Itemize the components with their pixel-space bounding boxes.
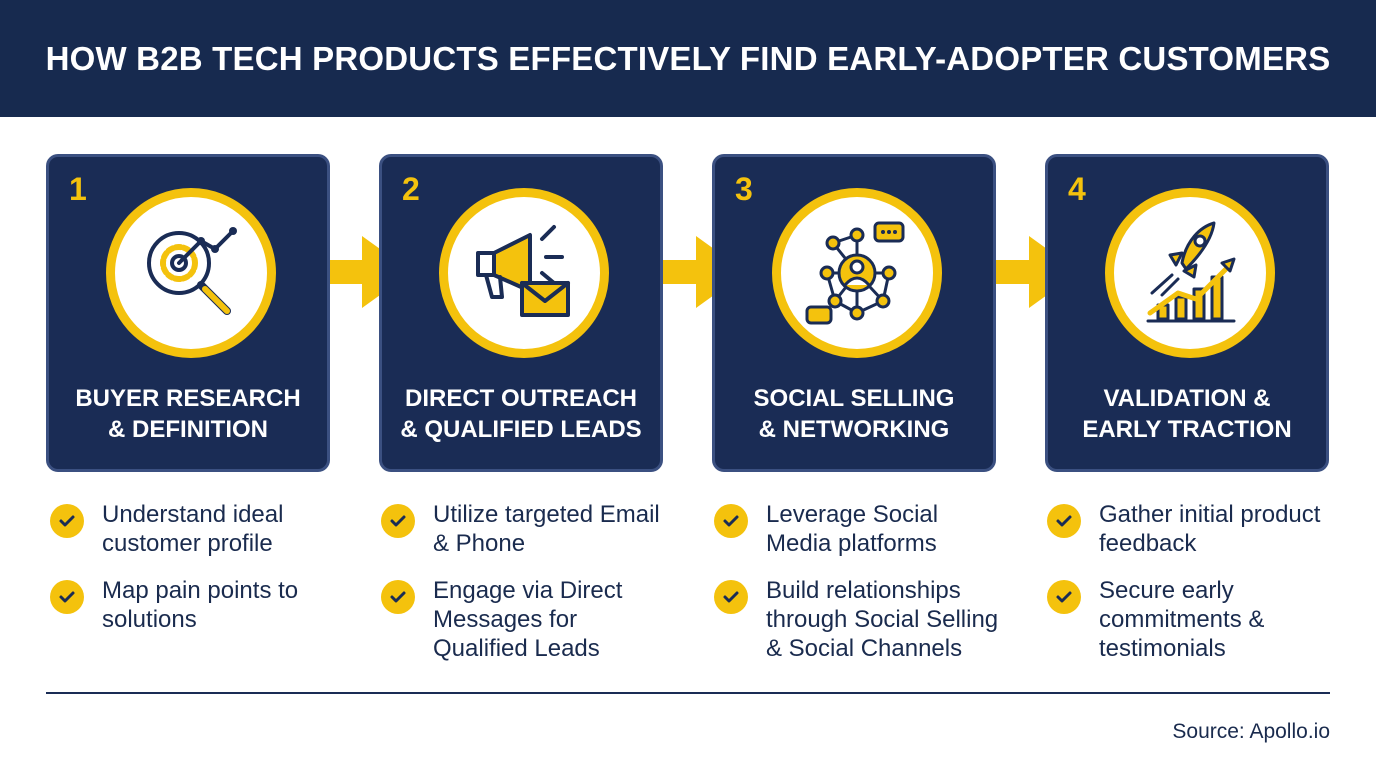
arrow-right-icon: [262, 236, 412, 308]
step-bullets-2: Utilize targeted Email & Phone Engage vi…: [381, 500, 671, 681]
research-gear-magnifier-icon: [147, 227, 237, 315]
bullet-text: Secure early commitments & testimonials: [1099, 577, 1265, 662]
step-title: SOCIAL SELLING & NETWORKING: [753, 385, 955, 443]
bullet-text: Understand ideal customer profile: [102, 501, 284, 557]
step-number: 2: [402, 171, 420, 207]
step-card-2: 2 DIRECT OUTREACH & QUALIFIED LEADS: [379, 154, 663, 472]
list-item: Leverage Social Media platforms: [714, 500, 1004, 558]
bullet-text: Gather initial product feedback: [1099, 501, 1321, 557]
arrow-right-icon: [596, 236, 746, 308]
checkmark-icon: [50, 504, 84, 538]
footer-divider: [46, 692, 1330, 694]
bullet-text: Map pain points to solutions: [102, 577, 299, 633]
list-item: Build relationships through Social Selli…: [714, 576, 1004, 663]
arrow-right-icon: [929, 236, 1079, 308]
step-bullets-4: Gather initial product feedback Secure e…: [1047, 500, 1337, 681]
checkmark-icon: [381, 504, 415, 538]
page-title: HOW B2B TECH PRODUCTS EFFECTIVELY FIND E…: [45, 39, 1331, 77]
header-banner: HOW B2B TECH PRODUCTS EFFECTIVELY FIND E…: [0, 0, 1376, 117]
step-icon-circle: [772, 188, 942, 358]
step-card-1: 1 BUYER RESEARCH & DEFINITION: [46, 154, 330, 472]
social-network-icon: [805, 221, 905, 325]
list-item: Map pain points to solutions: [50, 576, 340, 634]
rocket-growth-icon: [1146, 221, 1236, 323]
source-credit: Source: Apollo.io: [1172, 720, 1330, 743]
step-title: VALIDATION & EARLY TRACTION: [1082, 385, 1292, 443]
list-item: Engage via Direct Messages for Qualified…: [381, 576, 671, 663]
step-icon-circle: [106, 188, 276, 358]
step-bullets-1: Understand ideal customer profile Map pa…: [50, 500, 340, 652]
checkmark-icon: [714, 580, 748, 614]
checkmark-icon: [714, 504, 748, 538]
step-number: 3: [735, 171, 753, 207]
list-item: Secure early commitments & testimonials: [1047, 576, 1337, 663]
bullet-text: Utilize targeted Email & Phone: [433, 501, 660, 557]
checkmark-icon: [1047, 504, 1081, 538]
step-card-3: 3: [712, 154, 996, 472]
step-number: 4: [1068, 171, 1086, 207]
step-bullets-3: Leverage Social Media platforms Build re…: [714, 500, 1004, 681]
checkmark-icon: [1047, 580, 1081, 614]
bullet-text: Build relationships through Social Selli…: [766, 577, 999, 662]
step-number: 1: [69, 171, 87, 207]
checkmark-icon: [50, 580, 84, 614]
checkmark-icon: [381, 580, 415, 614]
step-title: BUYER RESEARCH & DEFINITION: [75, 385, 301, 443]
step-icon-circle: [1105, 188, 1275, 358]
bullet-text: Leverage Social Media platforms: [766, 501, 939, 557]
list-item: Utilize targeted Email & Phone: [381, 500, 671, 558]
step-title: DIRECT OUTREACH & QUALIFIED LEADS: [400, 385, 642, 443]
bullet-text: Engage via Direct Messages for Qualified…: [433, 577, 623, 662]
step-icon-circle: [439, 188, 609, 358]
list-item: Understand ideal customer profile: [50, 500, 340, 558]
megaphone-envelope-icon: [476, 225, 570, 317]
list-item: Gather initial product feedback: [1047, 500, 1337, 558]
step-card-4: 4 VALIDATION & EARLY TRACTION: [1045, 154, 1329, 472]
